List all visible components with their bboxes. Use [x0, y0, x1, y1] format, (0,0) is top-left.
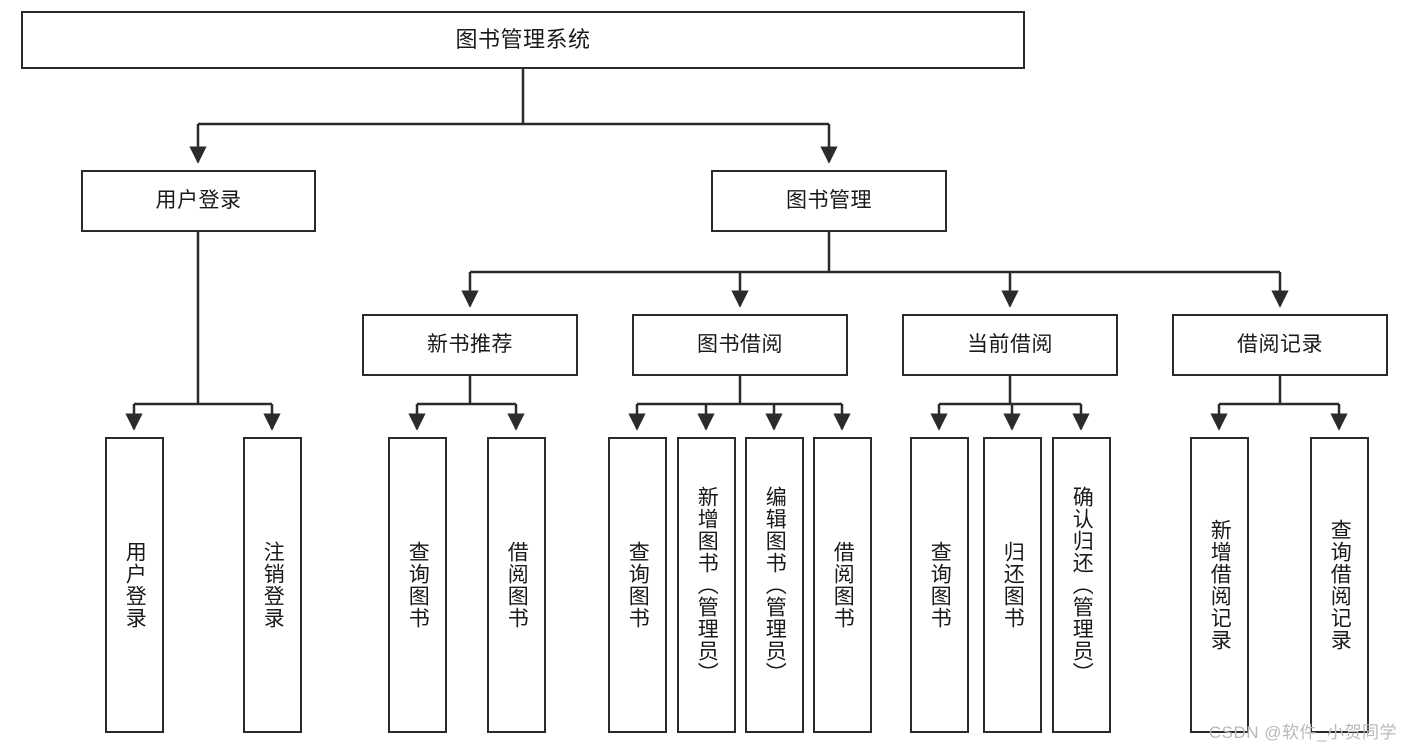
node-leaf-borrow-book-1[interactable]: 借阅图书	[487, 437, 546, 733]
node-root-system[interactable]: 图书管理系统	[21, 11, 1025, 69]
node-borrow-record[interactable]: 借阅记录	[1172, 314, 1388, 376]
node-user-login[interactable]: 用户登录	[81, 170, 316, 232]
node-label: 新增借阅记录	[1208, 519, 1232, 651]
node-label: 图书管理系统	[455, 27, 591, 53]
node-leaf-add-book-admin[interactable]: 新增图书（管理员）	[677, 437, 736, 733]
node-label: 用户登录	[123, 541, 147, 629]
node-label: 图书管理	[786, 188, 872, 212]
node-label: 归还图书	[1001, 541, 1025, 629]
node-label: 图书借阅	[697, 332, 783, 356]
node-leaf-query-borrow-record[interactable]: 查询借阅记录	[1310, 437, 1369, 733]
node-label: 借阅记录	[1237, 332, 1323, 356]
node-label: 新增图书（管理员）	[695, 486, 719, 684]
node-leaf-confirm-return-admin[interactable]: 确认归还（管理员）	[1052, 437, 1111, 733]
node-label: 查询图书	[626, 541, 650, 629]
node-book-borrow[interactable]: 图书借阅	[632, 314, 848, 376]
node-current-borrow[interactable]: 当前借阅	[902, 314, 1118, 376]
node-label: 注销登录	[261, 541, 285, 629]
node-label: 查询借阅记录	[1328, 519, 1352, 651]
node-leaf-query-book-2[interactable]: 查询图书	[608, 437, 667, 733]
node-label: 确认归还（管理员）	[1070, 486, 1094, 684]
node-label: 借阅图书	[831, 541, 855, 629]
node-label: 查询图书	[406, 541, 430, 629]
node-leaf-borrow-book-2[interactable]: 借阅图书	[813, 437, 872, 733]
node-label: 编辑图书（管理员）	[763, 486, 787, 684]
node-leaf-user-login[interactable]: 用户登录	[105, 437, 164, 733]
node-leaf-logout-login[interactable]: 注销登录	[243, 437, 302, 733]
node-label: 查询图书	[928, 541, 952, 629]
watermark-text: CSDN @软件_小贺同学	[1208, 723, 1397, 742]
node-new-book-recommend[interactable]: 新书推荐	[362, 314, 578, 376]
node-leaf-query-book-3[interactable]: 查询图书	[910, 437, 969, 733]
node-label: 新书推荐	[427, 332, 513, 356]
node-leaf-return-book[interactable]: 归还图书	[983, 437, 1042, 733]
node-leaf-query-book-1[interactable]: 查询图书	[388, 437, 447, 733]
node-leaf-edit-book-admin[interactable]: 编辑图书（管理员）	[745, 437, 804, 733]
node-label: 当前借阅	[967, 332, 1053, 356]
node-label: 借阅图书	[505, 541, 529, 629]
node-book-management[interactable]: 图书管理	[711, 170, 947, 232]
node-label: 用户登录	[155, 188, 242, 212]
node-leaf-add-borrow-record[interactable]: 新增借阅记录	[1190, 437, 1249, 733]
